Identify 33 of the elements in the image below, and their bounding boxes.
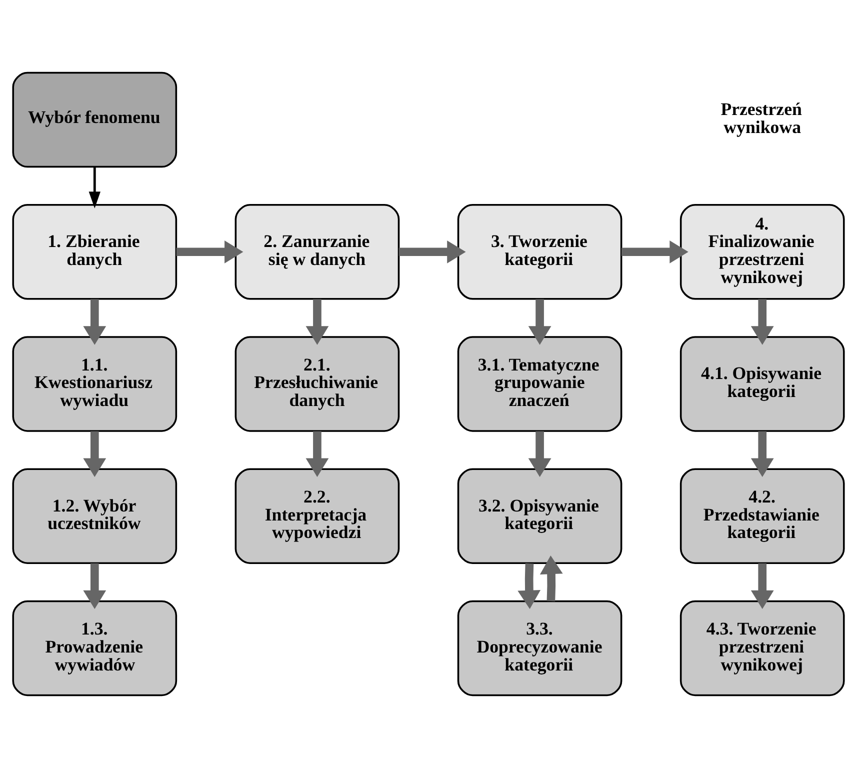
arrow — [83, 430, 106, 476]
node-box: 4.2. Przedstawianie kategorii — [680, 468, 845, 564]
node-box: 4.1. Opisywanie kategorii — [680, 336, 845, 432]
arrow — [83, 562, 106, 609]
node-box: 4.3. Tworzenie przestrzeni wynikowej — [680, 600, 845, 696]
arrow — [306, 430, 329, 476]
label: Przestrzeń wynikowa — [720, 98, 802, 136]
node-box: 3.3. Doprecyzowanie kategorii — [457, 600, 622, 696]
arrow — [528, 430, 552, 476]
node-box: 1.3. Prowadzenie wywiadów — [12, 600, 178, 696]
node-box: 2.2. Interpretacja wypowiedzi — [234, 468, 400, 564]
arrow — [750, 298, 774, 344]
arrow — [176, 240, 244, 263]
arrow — [622, 240, 688, 263]
node-box: 4. Finalizowanie przestrzeni wynikowej — [680, 203, 845, 300]
arrow — [540, 554, 563, 601]
node-box: 3. Tworzenie kategorii — [457, 203, 622, 300]
arrow — [398, 240, 466, 263]
node-box: 1.2. Wybór uczestników — [12, 468, 178, 564]
arrow — [88, 166, 100, 208]
arrow — [528, 298, 552, 344]
arrow — [518, 562, 541, 609]
node-box: 2.1. Przesłuchiwanie danych — [234, 336, 400, 432]
arrow — [750, 562, 774, 609]
node-box: 3.2. Opisywanie kategorii — [457, 468, 622, 564]
arrow — [306, 298, 329, 344]
arrow — [83, 298, 106, 344]
node-box: 1.1. Kwestionariusz wywiadu — [12, 336, 178, 432]
node-box: 2. Zanurzanie się w danych — [234, 203, 400, 300]
node-box: 3.1. Tematyczne grupowanie znaczeń — [457, 336, 622, 432]
node-box: Wybór fenomenu — [12, 71, 178, 168]
arrow — [750, 430, 774, 476]
node-box: 1. Zbieranie danych — [12, 203, 178, 300]
